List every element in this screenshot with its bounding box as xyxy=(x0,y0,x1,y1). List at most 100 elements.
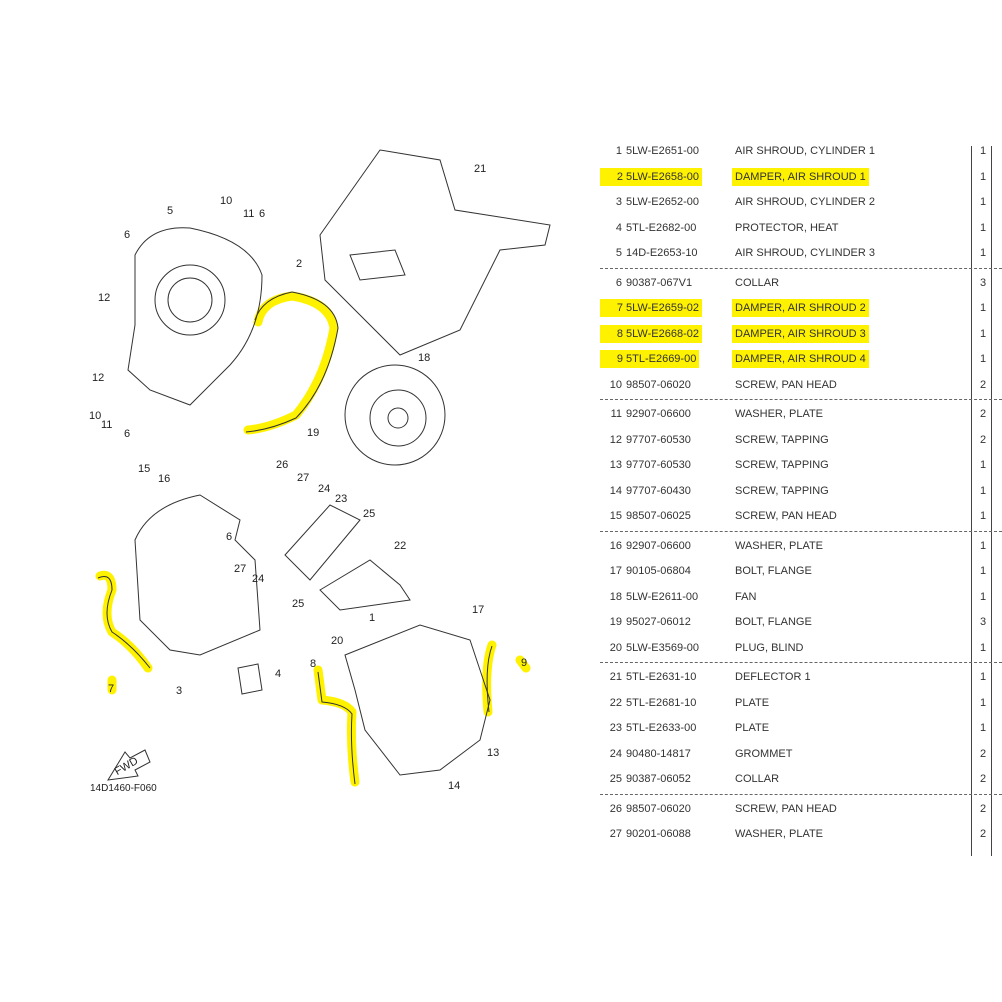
cell-part: 5TL-E2631-10 xyxy=(626,671,697,683)
damper-7-shape xyxy=(97,576,151,669)
cell-qty: 1 xyxy=(979,302,987,314)
cell-qty: 1 xyxy=(979,510,987,522)
cell-num: 3 xyxy=(615,196,622,208)
callout-26: 26 xyxy=(276,459,288,471)
fwd-arrow-icon xyxy=(107,749,151,781)
cell-qty: 1 xyxy=(979,459,987,471)
cell-part: 98507-06020 xyxy=(626,802,691,815)
cell-num: 23 xyxy=(609,722,622,734)
damper-8-shape xyxy=(317,671,356,785)
cell-desc: SCREW, PAN HEAD xyxy=(735,378,837,391)
callout-27: 27 xyxy=(297,472,309,484)
cell-qty: 2 xyxy=(979,408,987,420)
callout-6: 6 xyxy=(124,229,130,241)
cell-num: 2 xyxy=(600,167,624,186)
cell-part: 98507-06020 xyxy=(626,378,691,391)
fwd-label: FWD xyxy=(113,755,141,778)
cell-qty: 1 xyxy=(979,671,987,683)
cell-part: 97707-60430 xyxy=(626,484,691,497)
cell-num: 25 xyxy=(609,773,622,785)
cell-desc: DEFLECTOR 1 xyxy=(735,671,811,683)
cell-qty: 1 xyxy=(979,641,987,654)
group-separator xyxy=(600,662,1002,663)
cell-desc: PLATE xyxy=(735,696,770,709)
cell-qty: 1 xyxy=(979,590,987,603)
cell-desc: COLLAR xyxy=(735,773,780,785)
cell-desc: AIR SHROUD, CYLINDER 2 xyxy=(735,196,875,208)
cell-qty: 1 xyxy=(979,353,987,365)
plate-23-shape xyxy=(284,504,361,581)
cell-part: 5LW-E2652-00 xyxy=(626,196,699,208)
highlight-part-8 xyxy=(313,665,360,787)
cell-num: 21 xyxy=(609,671,622,683)
damper-2-shape xyxy=(245,291,339,433)
callout-24: 24 xyxy=(318,483,330,495)
cell-qty: 2 xyxy=(979,828,987,840)
callout-27: 27 xyxy=(234,563,246,575)
cell-part: 90105-06804 xyxy=(626,565,691,577)
cell-part: 90387-06052 xyxy=(626,773,691,785)
cell-desc: SCREW, PAN HEAD xyxy=(735,802,837,815)
callout-19: 19 xyxy=(307,427,319,439)
cell-desc: DAMPER, AIR SHROUD 2 xyxy=(732,299,869,317)
cell-part: 5LW-E3569-00 xyxy=(626,641,699,654)
cell-desc: PROTECTOR, HEAT xyxy=(735,221,839,234)
cell-desc: BOLT, FLANGE xyxy=(735,616,812,628)
cell-qty: 1 xyxy=(979,145,987,157)
cell-num: 24 xyxy=(609,747,622,760)
highlight-part-7 xyxy=(95,570,153,695)
cell-qty: 2 xyxy=(979,802,987,815)
callout-6: 6 xyxy=(226,531,232,543)
callout-12: 12 xyxy=(92,372,104,384)
callout-1: 1 xyxy=(369,612,375,624)
callout-14: 14 xyxy=(448,780,460,792)
cell-desc: FAN xyxy=(735,590,757,603)
cell-part: 90480-14817 xyxy=(626,747,691,760)
cell-part: 5TL-E2633-00 xyxy=(626,722,697,734)
callout-20: 20 xyxy=(331,635,343,647)
cell-qty: 1 xyxy=(979,327,987,340)
cell-num: 6 xyxy=(615,276,622,289)
callout-10: 10 xyxy=(89,410,101,422)
callout-8: 8 xyxy=(310,658,316,670)
cell-part: 5TL-E2682-00 xyxy=(626,221,697,234)
cell-desc: AIR SHROUD, CYLINDER 3 xyxy=(735,247,875,259)
highlight-part-2 xyxy=(243,291,339,435)
cell-desc: PLATE xyxy=(735,722,770,734)
air-shroud-1-shape xyxy=(344,624,491,776)
cell-part: 95027-06012 xyxy=(626,616,691,628)
group-separator xyxy=(600,530,1002,532)
cell-num: 8 xyxy=(600,324,624,343)
callout-10: 10 xyxy=(220,195,232,207)
cell-num: 27 xyxy=(609,828,622,840)
group-separator xyxy=(600,399,1002,400)
callout-11: 11 xyxy=(243,208,254,220)
cell-qty: 1 xyxy=(979,170,987,183)
cell-num: 14 xyxy=(609,484,622,497)
callout-17: 17 xyxy=(472,604,484,616)
cell-desc: PLUG, BLIND xyxy=(735,641,804,654)
callout-6: 6 xyxy=(259,208,265,220)
cell-num: 4 xyxy=(615,221,622,234)
cell-desc: WASHER, PLATE xyxy=(735,828,824,840)
cell-qty: 1 xyxy=(979,539,987,552)
cell-num: 15 xyxy=(609,510,622,522)
cell-num: 17 xyxy=(609,565,622,577)
damper-9-shape xyxy=(486,645,493,713)
callout-13: 13 xyxy=(487,747,499,759)
